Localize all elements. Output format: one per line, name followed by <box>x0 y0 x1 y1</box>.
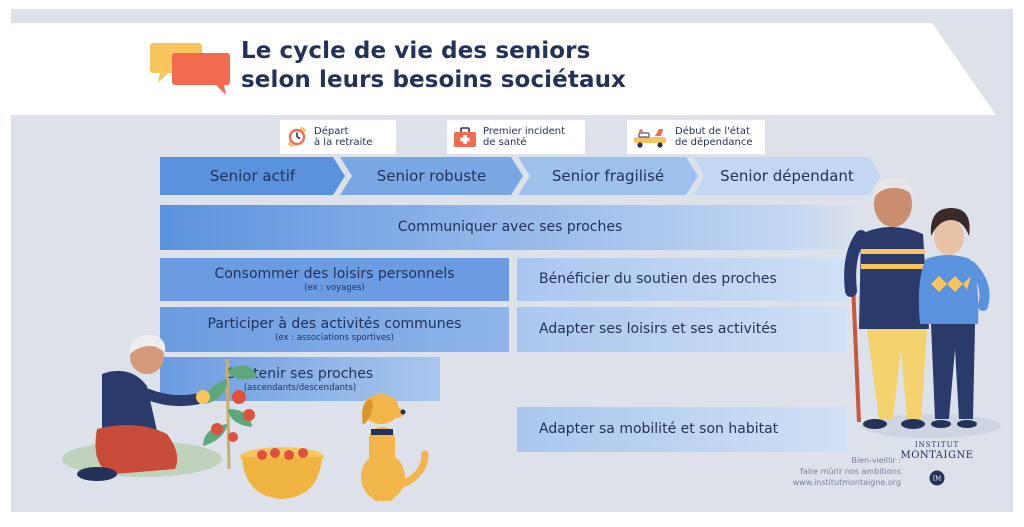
milestone-label: Départ à la retraite <box>314 126 373 148</box>
need-soutien-proches: Bénéficier du soutien des proches <box>517 258 847 301</box>
gardening-woman-illustration <box>62 334 324 499</box>
need-example: (ex : voyages) <box>304 283 365 293</box>
credits-line-1: Bien-vieillir : <box>851 456 901 465</box>
wheelchair-icon <box>634 129 666 148</box>
title-line-2: selon leurs besoins sociétaux <box>241 67 626 93</box>
need-label: Adapter sa mobilité et son habitat <box>539 421 779 437</box>
milestone-retirement: Départ à la retraite <box>280 120 396 154</box>
credits-line-2: faire mûrir nos ambitions <box>800 467 901 476</box>
need-label: Bénéficier du soutien des proches <box>539 271 777 287</box>
need-label: Consommer des loisirs personnels <box>214 266 455 282</box>
first-aid-kit-icon <box>454 127 476 147</box>
need-loisirs-personnels: Consommer des loisirs personnels (ex : v… <box>160 258 509 301</box>
milestone-health-incident: Premier incident de santé <box>447 120 585 154</box>
milestone-label: Premier incident de santé <box>483 126 566 148</box>
phase-senior-robuste: Senior robuste <box>340 157 523 195</box>
speech-bubbles-icon <box>150 43 230 95</box>
dog-illustration <box>361 394 429 501</box>
elderly-couple-illustration <box>844 178 1001 438</box>
need-adapter-mobilite: Adapter sa mobilité et son habitat <box>517 407 847 452</box>
retirement-watch-icon <box>288 126 306 148</box>
milestone-label: Début de l'état de dépendance <box>675 126 753 148</box>
need-activites-communes: Participer à des activités communes (ex … <box>160 307 509 352</box>
need-example: (ascendants/descendants) <box>243 382 357 393</box>
need-label: Communiquer avec ses proches <box>397 219 623 235</box>
brand-seal-text: IM <box>933 476 942 483</box>
need-adapter-loisirs: Adapter ses loisirs et ses activités <box>517 307 847 352</box>
brand-seal-icon: IM <box>929 470 945 486</box>
credits-url-link[interactable]: www.institutmontaigne.org <box>792 478 901 487</box>
page-title: Le cycle de vie des seniors selon leurs … <box>241 37 781 95</box>
title-line-1: Le cycle de vie des seniors <box>241 38 591 64</box>
need-communiquer: Communiquer avec ses proches <box>160 205 860 250</box>
credits: Bien-vieillir : faire mûrir nos ambition… <box>756 455 901 488</box>
need-label: Soutenir ses proches <box>226 365 374 382</box>
need-label: Adapter ses loisirs et ses activités <box>539 321 778 337</box>
milestone-dependency: Début de l'état de dépendance <box>627 120 765 154</box>
phase-senior-fragilise: Senior fragilisé <box>518 157 698 195</box>
phase-senior-actif: Senior actif <box>160 157 345 195</box>
brand-line-2: MONTAIGNE <box>900 450 974 461</box>
need-label: Participer à des activités communes <box>207 316 462 332</box>
phase-senior-dependant: Senior dépendant <box>693 157 881 195</box>
need-example: (ex : associations sportives) <box>275 333 394 343</box>
institut-montaigne-logo: INSTITUT MONTAIGNE <box>899 441 975 461</box>
brand-line-1: INSTITUT <box>914 441 960 449</box>
infographic-canvas: Le cycle de vie des seniors selon leurs … <box>11 9 1013 512</box>
